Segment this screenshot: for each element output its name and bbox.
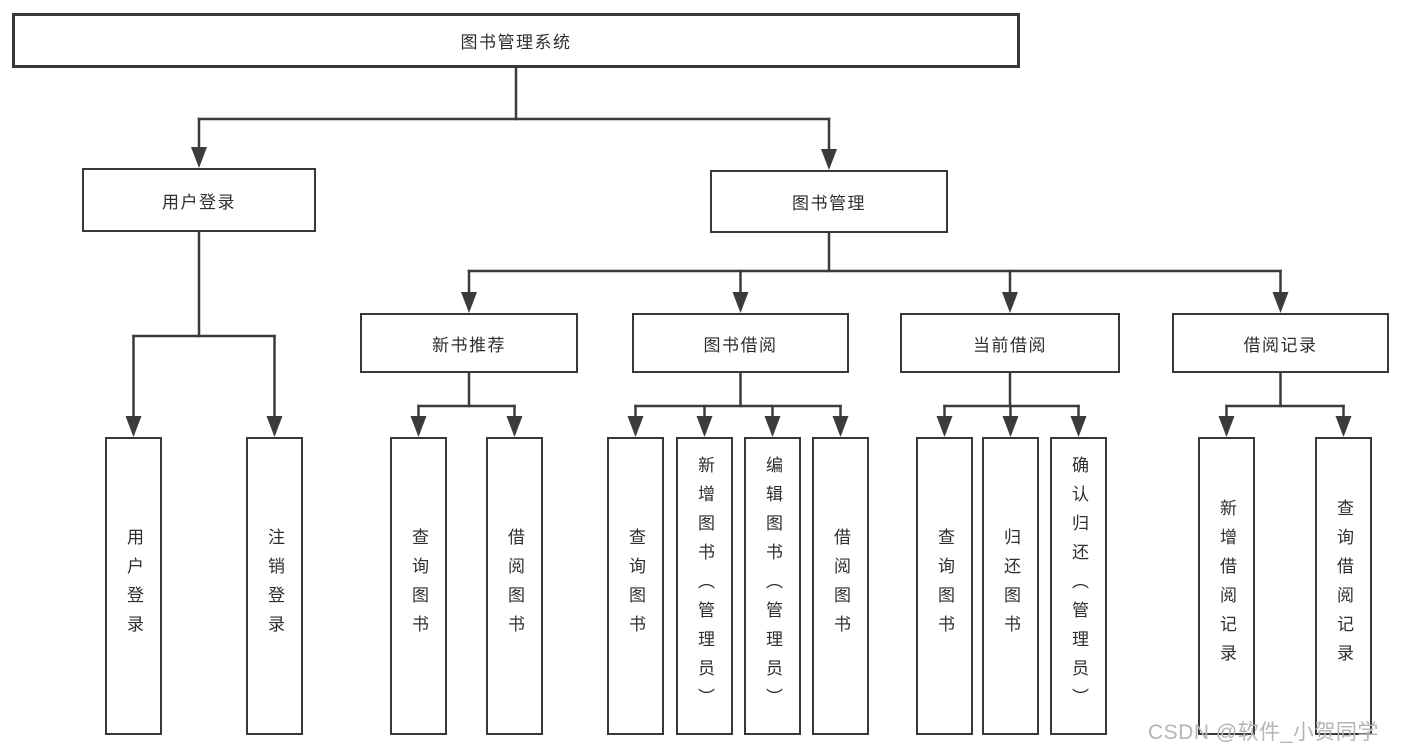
leaf-query-borrow-record: 查询借阅记录 [1315,437,1372,735]
leaf-add-books-admin-label: 新增图书（管理员） [695,455,714,717]
leaf-user-login-label: 用户登录 [124,528,143,644]
leaf-edit-books-admin: 编辑图书（管理员） [744,437,801,735]
node-book-management: 图书管理 [710,170,948,233]
leaf-query-books-borrow-label: 查询图书 [626,528,645,644]
node-user-login: 用户登录 [82,168,316,232]
leaf-query-books-current-label: 查询图书 [935,528,954,644]
node-book-borrow-label: 图书借阅 [703,335,778,355]
leaf-borrow-books-recommend-label: 借阅图书 [505,528,524,644]
node-user-login-label: 用户登录 [162,192,236,212]
leaf-logout: 注销登录 [246,437,303,735]
leaf-confirm-return-admin-label: 确认归还（管理员） [1069,455,1088,717]
node-book-management-label: 图书管理 [792,194,866,213]
node-root-label: 图书管理系统 [460,33,572,52]
leaf-add-borrow-record-label: 新增借阅记录 [1217,499,1236,673]
node-book-borrow: 图书借阅 [632,313,849,373]
leaf-return-books: 归还图书 [982,437,1039,735]
node-current-borrow: 当前借阅 [900,313,1120,373]
leaf-edit-books-admin-label: 编辑图书（管理员） [763,455,782,717]
leaf-confirm-return-admin: 确认归还（管理员） [1050,437,1107,735]
leaf-borrow-books-recommend: 借阅图书 [486,437,543,735]
node-root: 图书管理系统 [12,13,1020,68]
leaf-add-books-admin: 新增图书（管理员） [676,437,733,735]
leaf-add-borrow-record: 新增借阅记录 [1198,437,1255,735]
leaf-query-borrow-record-label: 查询借阅记录 [1334,499,1353,673]
leaf-borrow-books-label: 借阅图书 [831,528,850,644]
leaf-query-books-current: 查询图书 [916,437,973,735]
leaf-query-books-recommend-label: 查询图书 [409,528,428,644]
leaf-user-login: 用户登录 [105,437,162,735]
leaf-return-books-label: 归还图书 [1001,528,1020,644]
watermark: CSDN @软件_小贺同学 [1148,721,1379,744]
node-borrow-records: 借阅记录 [1172,313,1389,373]
leaf-query-books-recommend: 查询图书 [390,437,447,735]
leaf-query-books-borrow: 查询图书 [607,437,664,735]
leaf-borrow-books: 借阅图书 [812,437,869,735]
node-new-book-recommend: 新书推荐 [360,313,578,373]
node-current-borrow-label: 当前借阅 [973,335,1047,355]
node-borrow-records-label: 借阅记录 [1243,335,1318,355]
node-new-book-recommend-label: 新书推荐 [432,335,506,355]
leaf-logout-label: 注销登录 [265,528,284,644]
